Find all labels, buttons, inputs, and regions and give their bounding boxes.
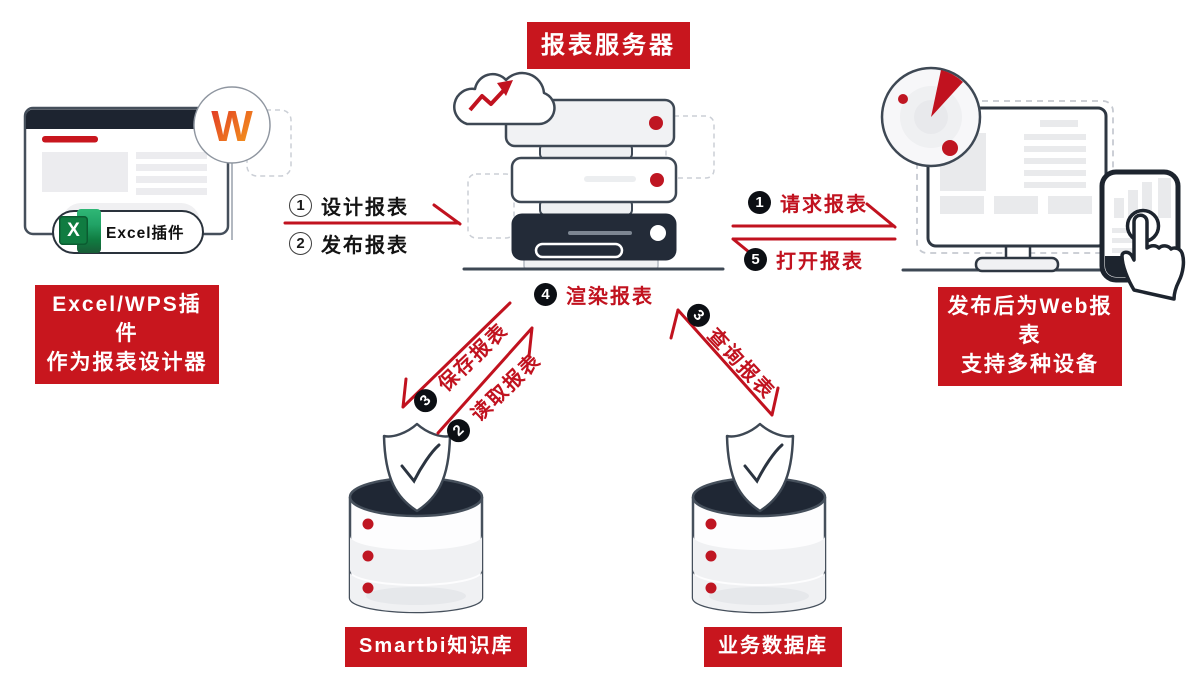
phone-chart-bar [1142, 182, 1152, 218]
phone-line [1112, 238, 1140, 243]
trend-arrowhead [497, 80, 513, 96]
content-block [42, 152, 128, 192]
db-shadow [366, 587, 466, 605]
flow-design-label: 设计报表 [321, 197, 409, 219]
flow-render: 4 渲染报表 [534, 280, 654, 309]
tap-hand-icon [1120, 213, 1186, 301]
screen-line [1024, 158, 1086, 164]
screen-line [1024, 170, 1086, 176]
monitor-base [974, 256, 1060, 273]
screen-line [1024, 182, 1086, 188]
check-icon [400, 443, 441, 484]
content-line [136, 152, 207, 159]
step-badge-outline: 1 [289, 194, 312, 217]
phone-line [1112, 248, 1134, 253]
window-titlebar [26, 109, 227, 129]
status-dot [650, 225, 666, 241]
arrow-read [436, 326, 534, 435]
dashed-frame [467, 173, 515, 239]
web-caption-line2: 支持多种设备 [961, 352, 1099, 376]
business-db-illustration [691, 422, 827, 614]
content-line [136, 164, 207, 171]
step-badge-outline: 2 [289, 232, 312, 255]
arrow-request [731, 202, 897, 229]
screen-line [1024, 134, 1086, 140]
wps-window-illustration: W [23, 86, 292, 240]
radar-dot [942, 140, 958, 156]
status-dot [362, 550, 374, 562]
shield-icon [382, 422, 452, 513]
flow-open-label: 打开报表 [776, 251, 864, 273]
wps-logo-icon: W [211, 102, 253, 151]
rack-unit-bottom [511, 213, 677, 261]
arrow-query [669, 308, 780, 417]
screen-block [940, 196, 984, 214]
excel-icon: X [59, 208, 103, 254]
flow-publish: 2 发布报表 [289, 229, 409, 258]
phone-chart-bar [1158, 178, 1171, 218]
trend-arrow-icon [468, 87, 507, 112]
designer-caption-line2: 作为报表设计器 [46, 350, 208, 374]
web-devices-caption: 发布后为Web报表 支持多种设备 [938, 287, 1122, 386]
arrow-design-publish [283, 203, 462, 226]
status-dot [362, 518, 374, 530]
step-badge-filled: 4 [534, 283, 557, 306]
wps-logo-circle [193, 86, 271, 164]
phone-chart-bar [1114, 198, 1124, 218]
designer-caption: Excel/WPS插件 作为报表设计器 [35, 285, 219, 384]
knowledge-db-illustration [348, 422, 484, 614]
flow-request-label: 请求报表 [780, 194, 868, 216]
rack-slot-line [568, 231, 632, 235]
rack-slot-line [584, 176, 636, 182]
flow-request: 1 请求报表 [748, 188, 868, 217]
status-dot [649, 116, 663, 130]
step-badge-filled: 5 [744, 248, 767, 271]
rack-handle [534, 242, 624, 259]
status-dot [650, 173, 664, 187]
step-badge-filled: 1 [748, 191, 771, 214]
dashed-frame [665, 115, 715, 179]
flow-render-label: 渲染报表 [566, 286, 654, 308]
screen-line [1024, 146, 1086, 152]
red-heading-bar [42, 136, 98, 143]
flow-open: 5 打开报表 [744, 245, 864, 274]
excel-x-glyph: X [59, 216, 88, 245]
cloud-icon [453, 71, 556, 126]
screen-line [1040, 120, 1078, 127]
designer-caption-line1: Excel/WPS插件 [52, 293, 202, 345]
report-server-illustration [453, 71, 725, 271]
phone-chart-bar [1128, 190, 1138, 218]
screen-block [994, 196, 1038, 214]
knowledge-db-label: Smartbi知识库 [345, 627, 528, 667]
status-dot [362, 582, 374, 594]
content-line [136, 176, 207, 183]
content-line [136, 188, 207, 195]
flow-publish-label: 发布报表 [321, 235, 409, 257]
phone-line [1112, 228, 1140, 233]
radar-dot [898, 94, 908, 104]
plugin-badge-label: Excel插件 [106, 225, 185, 242]
flow-design: 1 设计报表 [289, 191, 409, 220]
radar-wedge [931, 70, 963, 117]
screen-block [1048, 196, 1092, 214]
report-server-banner: 报表服务器 [527, 22, 690, 70]
excel-plugin-badge: X Excel插件 [52, 208, 204, 254]
business-db-label: 业务数据库 [704, 627, 842, 667]
db-band [350, 536, 482, 584]
web-devices-illustration [880, 66, 1186, 301]
web-caption-line1: 发布后为Web报表 [947, 295, 1113, 347]
